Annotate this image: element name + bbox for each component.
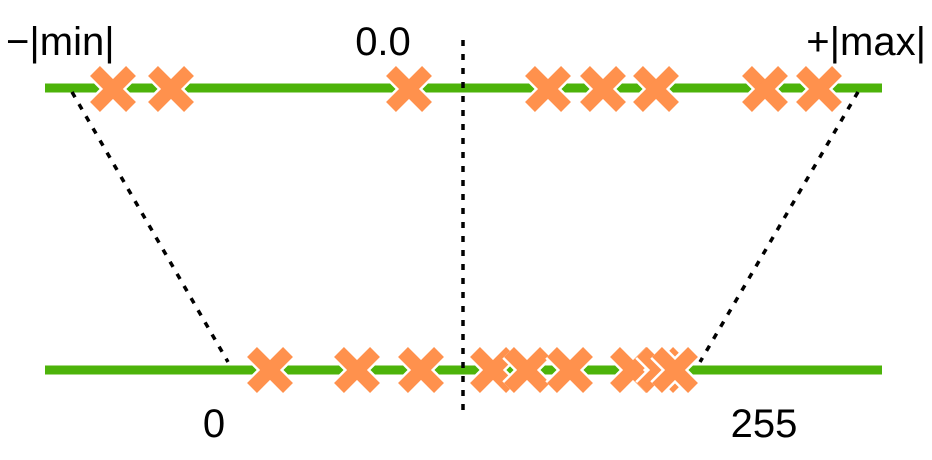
float-value-marker-1: [88, 64, 138, 114]
quantized-value-markers: [245, 345, 700, 395]
float-value-marker-2: [146, 64, 196, 114]
quantized-value-marker-3: [396, 345, 446, 395]
int-max-label: 255: [731, 402, 798, 446]
zero-label: 0.0: [355, 20, 411, 64]
min-mapping-line: [70, 91, 230, 363]
float-value-marker-6: [631, 64, 681, 114]
float-value-marker-3: [384, 64, 434, 114]
float-value-marker-5: [578, 64, 628, 114]
float-value-marker-4: [523, 64, 573, 114]
quantized-value-marker-9: [650, 345, 700, 395]
max-label: +|max|: [806, 20, 926, 64]
quantized-value-marker-6: [545, 345, 595, 395]
quantized-value-marker-1: [245, 345, 295, 395]
quantized-value-marker-5: [502, 345, 552, 395]
quantized-value-marker-2: [332, 345, 382, 395]
min-label: −|min|: [6, 20, 115, 64]
float-value-marker-8: [794, 64, 844, 114]
max-mapping-line: [698, 91, 860, 363]
int-min-label: 0: [203, 402, 225, 446]
float-value-marker-7: [740, 64, 790, 114]
float-value-markers: [88, 64, 844, 114]
